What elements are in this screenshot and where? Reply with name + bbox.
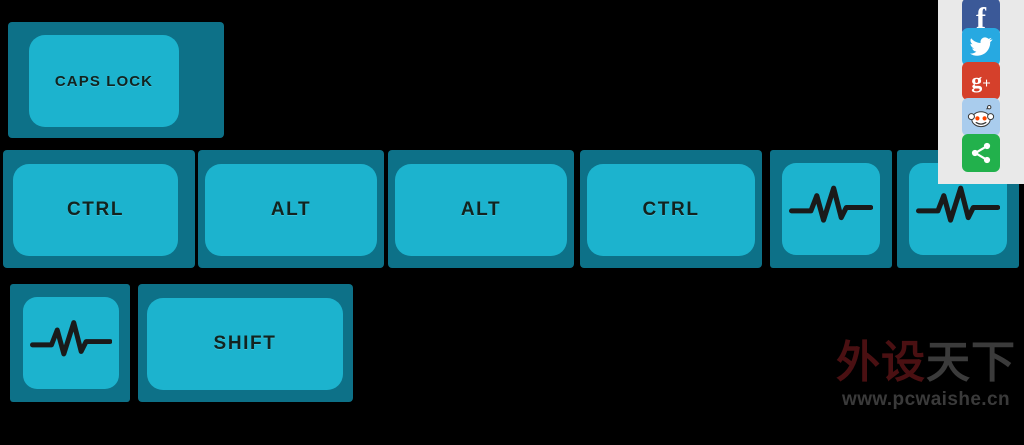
share-button-google-plus[interactable]: g+	[962, 62, 1000, 100]
key-caps-lock[interactable]: CAPS LOCK	[8, 22, 224, 138]
keycap-label-alt-right: ALT	[460, 199, 502, 220]
pulse-waveform-icon	[915, 185, 1001, 223]
keycap-label-caps-lock: CAPS LOCK	[54, 72, 154, 90]
facebook-icon: f	[976, 2, 986, 35]
keycap-ctrl-right[interactable]: CTRL	[587, 164, 755, 256]
watermark-chars-gray: 天下	[926, 337, 1016, 388]
share-nodes-icon	[971, 142, 991, 164]
twitter-icon	[970, 37, 993, 56]
pulse-waveform-icon	[29, 319, 113, 357]
watermark-url: www.pcwaishe.cn	[842, 389, 1010, 410]
key-pulse-3[interactable]	[10, 284, 130, 402]
google-plus-icon: g+	[971, 68, 991, 93]
keycap-pulse-1[interactable]	[782, 163, 880, 255]
keycap-label-shift: SHIFT	[213, 333, 277, 354]
watermark-chars-red: 外设	[836, 337, 926, 388]
key-shift[interactable]: SHIFT	[138, 284, 353, 402]
social-share-rail: f g+	[938, 0, 1024, 184]
watermark-chars: 外设天下	[828, 341, 1024, 385]
keycap-alt-left[interactable]: ALT	[205, 164, 377, 256]
key-ctrl-right[interactable]: CTRL	[580, 150, 762, 268]
keycap-label-alt-left: ALT	[270, 199, 312, 220]
pulse-waveform-icon	[788, 185, 874, 223]
key-pulse-1[interactable]	[770, 150, 892, 268]
keycap-label-ctrl-right: CTRL	[642, 199, 700, 220]
keycap-alt-right[interactable]: ALT	[395, 164, 567, 256]
share-button-twitter[interactable]	[962, 28, 1000, 66]
key-alt-right[interactable]: ALT	[388, 150, 574, 268]
keycap-ctrl-left[interactable]: CTRL	[13, 164, 178, 256]
key-alt-left[interactable]: ALT	[198, 150, 384, 268]
watermark: 外设天下 www.pcwaishe.cn	[828, 341, 1024, 411]
keycap-caps-lock[interactable]: CAPS LOCK	[29, 35, 179, 127]
keycap-pulse-3[interactable]	[23, 297, 119, 389]
keycap-label-ctrl-left: CTRL	[66, 199, 125, 220]
reddit-icon	[967, 105, 995, 128]
share-button-reddit[interactable]	[962, 98, 1000, 136]
share-button-share[interactable]	[962, 134, 1000, 172]
key-ctrl-left[interactable]: CTRL	[3, 150, 195, 268]
keycap-shift[interactable]: SHIFT	[147, 298, 343, 390]
